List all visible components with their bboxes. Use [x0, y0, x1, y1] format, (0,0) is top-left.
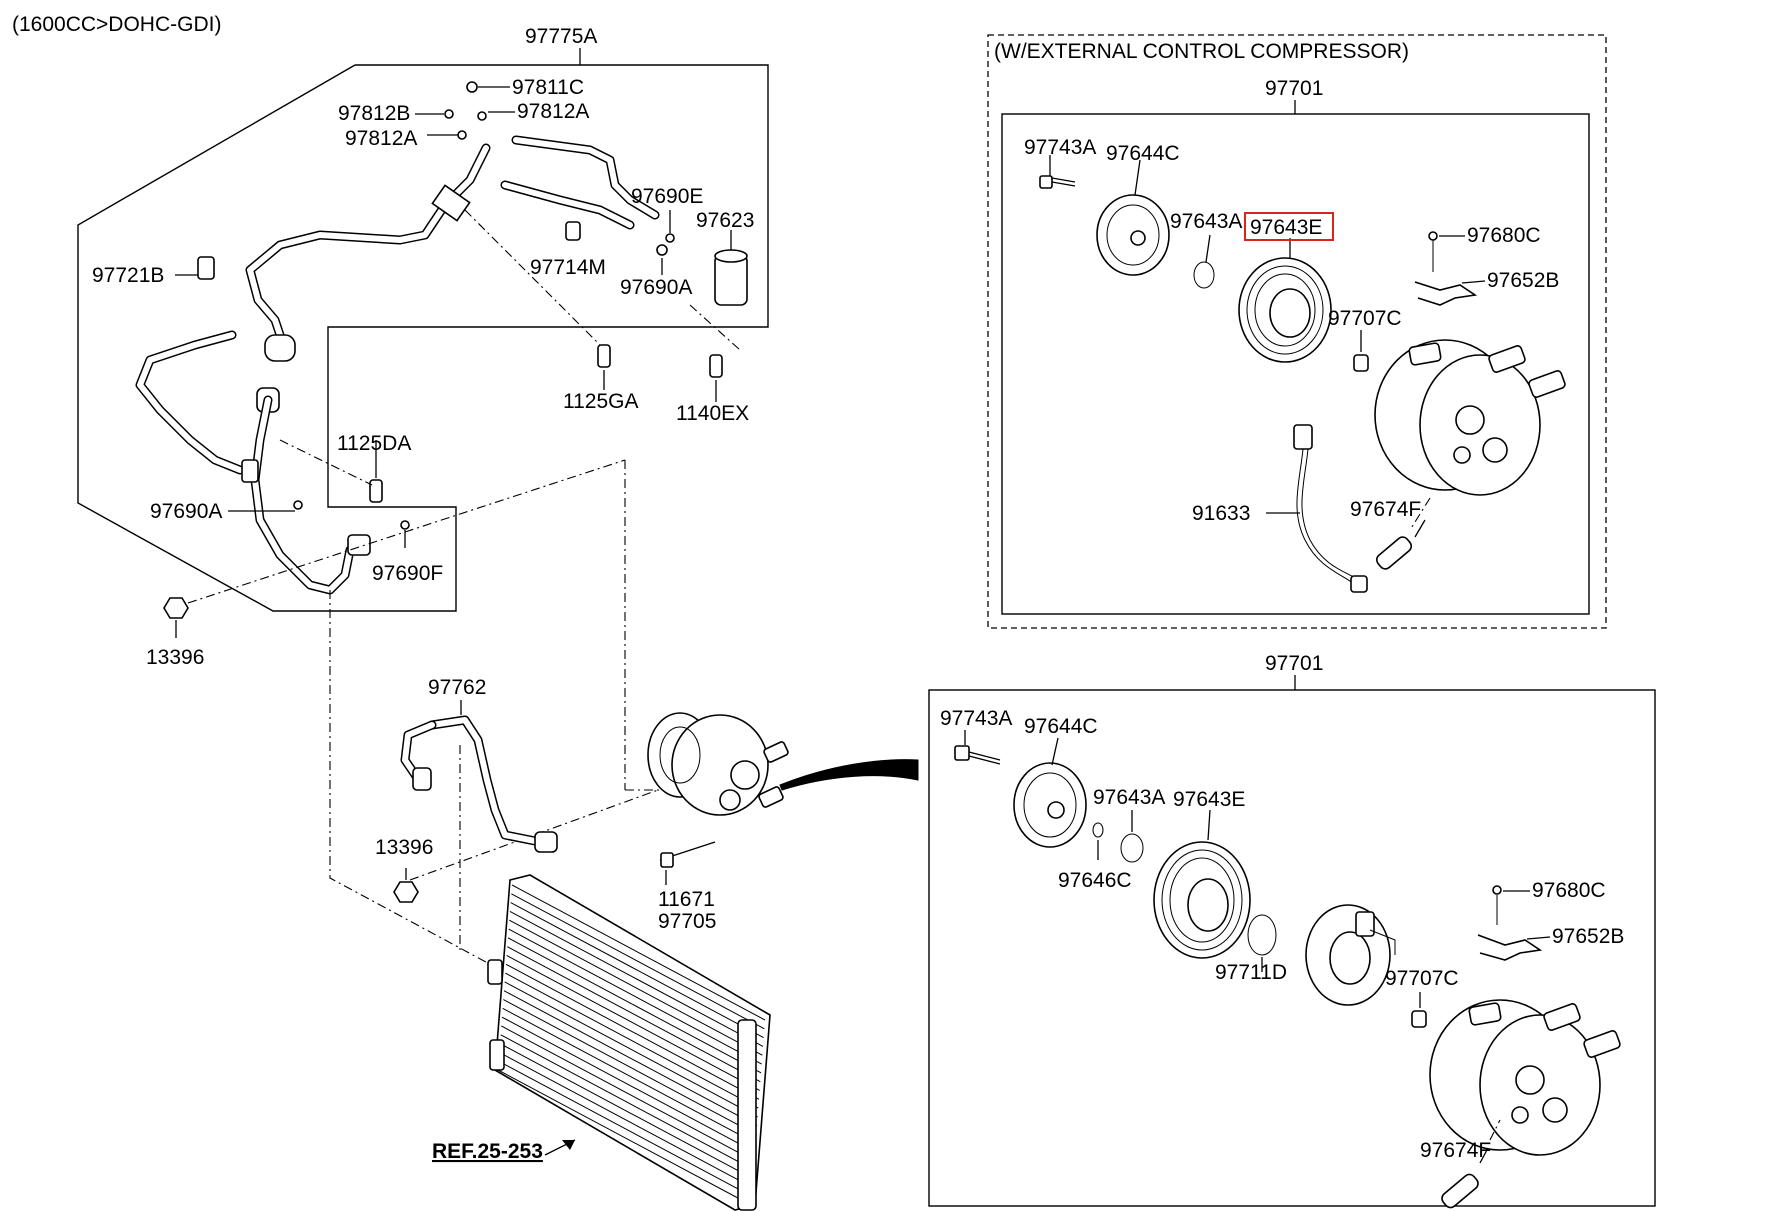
- label-97812a-right: 97812A: [517, 100, 589, 123]
- condenser-fin-line: [507, 946, 761, 1083]
- ref-label: REF.25-253: [432, 1140, 543, 1163]
- hose-97762: 97762: [400, 676, 558, 853]
- external-control-variant: (W/EXTERNAL CONTROL COMPRESSOR) 97701 97…: [987, 34, 1607, 629]
- condenser-fin-line: [503, 990, 758, 1127]
- label-1125da: 1125DA: [337, 432, 411, 455]
- lr-label-97680c: 97680C: [1532, 879, 1606, 902]
- label-97714m: 97714M: [530, 256, 606, 279]
- condenser-fin-line: [511, 893, 765, 1030]
- condenser-fin-line: [506, 955, 760, 1091]
- label-97812a-left: 97812A: [345, 127, 417, 150]
- label-97690f: 97690F: [372, 562, 443, 585]
- ur-label-97644c: 97644C: [1106, 142, 1180, 165]
- label-97690a-left: 97690A: [150, 500, 222, 523]
- condenser-fin-line: [502, 1007, 756, 1144]
- label-11671: 11671: [658, 888, 715, 911]
- ur-label-91633: 91633: [1192, 502, 1250, 525]
- label-97623: 97623: [696, 209, 754, 232]
- ur-label-97680c: 97680C: [1467, 224, 1541, 247]
- condenser: REF.25-253: [432, 874, 771, 1211]
- engine-spec-label: (1600CC>DOHC-GDI): [12, 13, 221, 36]
- label-13396-bottom: 13396: [375, 836, 433, 859]
- condenser-fin-line: [498, 1060, 752, 1197]
- label-1140ex: 1140EX: [676, 402, 749, 425]
- standard-compressor-assembly: 97701 97743A 97644C 97646C 97643A 97643E: [928, 652, 1656, 1209]
- condenser-fin-line: [508, 928, 762, 1065]
- condenser-fin-line: [509, 919, 763, 1056]
- condenser-fin-line: [501, 1016, 756, 1153]
- condenser-fin-line: [505, 972, 759, 1109]
- lr-label-97711d: 97711D: [1215, 961, 1287, 984]
- label-97812b: 97812B: [338, 102, 410, 125]
- lower-assembly-number: 97701: [1265, 652, 1323, 675]
- ur-label-97652b: 97652B: [1487, 269, 1559, 292]
- suction-hose: [135, 330, 371, 595]
- condenser-fin-line: [501, 1025, 755, 1162]
- condenser-fin-line: [500, 1034, 754, 1171]
- condenser-fin-line: [505, 963, 760, 1100]
- label-13396-top: 13396: [146, 646, 204, 669]
- label-97811c: 97811C: [512, 76, 584, 99]
- upper-assembly-number: 97701: [1265, 77, 1323, 100]
- callout-arrow: [779, 759, 919, 791]
- dashed-guides: [187, 209, 741, 976]
- ur-label-97643a: 97643A: [1170, 210, 1242, 233]
- condenser-fin-line: [510, 902, 764, 1039]
- lr-label-97707c: 97707C: [1385, 967, 1459, 990]
- ur-label-97674f: 97674F: [1350, 498, 1421, 521]
- assembly-number-97775a: 97775A: [525, 25, 597, 48]
- condenser-fin-line: [509, 910, 764, 1047]
- highlight-box: [1244, 212, 1334, 241]
- condenser-fin-line: [504, 981, 758, 1118]
- variant-label: (W/EXTERNAL CONTROL COMPRESSOR): [994, 40, 1409, 63]
- condenser-fin-line: [497, 1069, 752, 1206]
- ur-label-97743a: 97743A: [1024, 136, 1096, 159]
- ur-label-97707c: 97707C: [1328, 307, 1402, 330]
- lr-label-97643a: 97643A: [1093, 786, 1165, 809]
- nut-13396-lower: 13396: [375, 836, 433, 903]
- hose-assembly-frame: 97775A: [77, 25, 769, 612]
- condenser-fin-line: [499, 1051, 753, 1188]
- lr-label-97646c: 97646C: [1058, 869, 1132, 892]
- label-97690e: 97690E: [631, 185, 703, 208]
- label-1125ga: 1125GA: [563, 390, 639, 413]
- lr-label-97652b: 97652B: [1552, 925, 1624, 948]
- lr-label-97644c: 97644C: [1024, 715, 1098, 738]
- label-97705: 97705: [658, 910, 716, 933]
- left-small-parts: [163, 81, 723, 619]
- condenser-fins: [497, 884, 766, 1206]
- condenser-fin-line: [511, 884, 766, 1021]
- condenser-fin-line: [507, 937, 762, 1074]
- left-labels: 97811C 97812B 97812A 97812A 97690E 97623…: [92, 76, 754, 669]
- lr-label-97643e: 97643E: [1173, 788, 1245, 811]
- condenser-fin-line: [503, 999, 757, 1135]
- label-97690a-top: 97690A: [620, 276, 692, 299]
- condenser-fin-line: [499, 1043, 754, 1180]
- lr-label-97743a: 97743A: [940, 707, 1012, 730]
- label-97762: 97762: [428, 676, 486, 699]
- compressor-small: 11671 97705: [647, 712, 789, 933]
- label-97721b: 97721B: [92, 264, 164, 287]
- left-leaders: [175, 86, 717, 638]
- receiver-drier-97623: [714, 230, 748, 306]
- ur-label-97643e: 97643E: [1250, 216, 1322, 239]
- lr-label-97674f: 97674F: [1420, 1139, 1491, 1162]
